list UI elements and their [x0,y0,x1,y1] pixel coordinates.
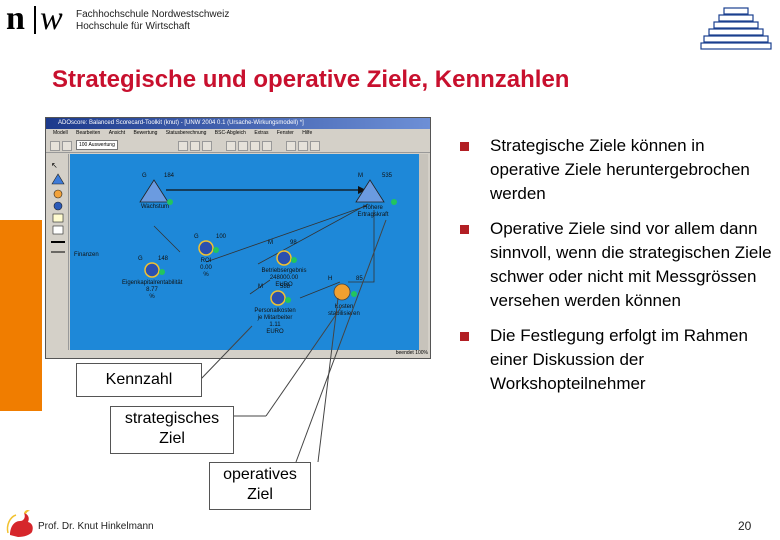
logo-w: w [40,0,63,37]
callout-line: Ziel [247,486,273,503]
callout-line: operatives [223,466,297,483]
node-tag: G [194,234,199,240]
node-tag: G [138,256,143,262]
node-unit: EURO [275,282,293,288]
toolbar-button[interactable] [298,141,308,151]
toolbar: 100 Auswertung [46,138,430,153]
node-number: 85 [356,276,363,282]
toolbar-button[interactable] [62,141,72,151]
logo-n: n [6,0,25,37]
toolbar-button[interactable] [250,141,260,151]
menu-item[interactable]: BSC-Abgleich [214,130,246,136]
node-label-eigenkapital: Eigenkapitalrentabilität [122,280,183,286]
page-number: 20 [738,519,752,533]
toolbar-button[interactable] [238,141,248,151]
bullet-item: Strategische Ziele können in operative Z… [456,134,778,206]
menu-bar: Modell Bearbeiten Ansicht Bewertung Stat… [46,129,430,138]
rooster-logo-icon [6,509,33,537]
logo-divider [34,6,36,34]
callout-operatives-ziel: operatives Ziel [209,462,311,510]
node-tag: G [142,173,147,179]
accent-bar [0,220,42,411]
slide-title: Strategische und operative Ziele, Kennza… [52,66,570,93]
bullet-square-icon [460,142,469,151]
node-label-personalkosten: Personalkosten [254,308,296,314]
menu-item[interactable]: Hilfe [302,130,313,136]
window-titlebar: ADOscore: Balanced Scorecard-Toolkit (kn… [46,118,430,129]
school-name-line2: Hochschule für Wirtschaft [76,21,190,32]
bullet-square-icon [460,225,469,234]
toolbar-button[interactable] [190,141,200,151]
node-label-hoehere: Höhere [363,205,383,211]
node-label-roi: ROI [200,258,212,264]
node-number: 184 [164,173,175,179]
tool-screenshot: ADOscore: Balanced Scorecard-Toolkit (kn… [45,117,431,359]
node-label-ertragskraft: Ertragskraft [357,212,389,218]
bullet-list: Strategische Ziele können in operative Z… [456,134,778,407]
model-canvas: Wachstum G 184 Höhere Ertragskraft M 535… [70,154,428,350]
vertical-scrollbar[interactable] [419,154,428,350]
pyramid-logo-icon [700,7,772,50]
node-label-kosten: Kosten [334,304,354,310]
toolbar-button[interactable] [202,141,212,151]
menu-item[interactable]: Bearbeiten [76,130,101,136]
callout-line: strategisches [124,410,220,427]
toolbar-button[interactable] [310,141,320,151]
callout-line: Ziel [159,430,185,447]
callout-strategisches-ziel: strategisches Ziel [110,406,234,454]
node-sublabel: je Mitarbeiter [257,315,293,321]
bullet-square-icon [460,332,469,341]
node-number: 100 [216,234,227,240]
window-title: ADOscore: Balanced Scorecard-Toolkit (kn… [58,120,304,126]
node-tag: M [268,240,273,246]
node-value: 8.77 [146,287,158,293]
node-unit: % [149,294,155,300]
node-label-betriebsergebnis: Betriebsergebnis [261,268,307,274]
node-number: 98 [290,240,297,246]
node-tag: H [328,276,333,282]
bullet-item: Die Festlegung erfolgt im Rahmen einer D… [456,324,778,396]
svg-text:↖: ↖ [51,161,58,170]
bullet-text: Die Festlegung erfolgt im Rahmen einer D… [490,326,748,393]
toolbar-button[interactable] [50,141,60,151]
toolbar-button[interactable] [262,141,272,151]
menu-item[interactable]: Extras [254,130,269,136]
node-unit: EURO [266,329,284,335]
bullet-text: Operative Ziele sind vor allem dann sinn… [490,219,772,310]
toolbar-button[interactable] [178,141,188,151]
bullet-item: Operative Ziele sind vor allem dann sinn… [456,217,778,313]
menu-item[interactable]: Fenster [276,130,294,136]
menu-item[interactable]: Modell [53,130,68,136]
callout-kennzahl: Kennzahl [76,363,202,397]
node-value: 1.11 [269,322,281,328]
shape-palette: ↖ [48,154,69,350]
toolbar-button[interactable] [286,141,296,151]
toolbar-button[interactable] [226,141,236,151]
status-bar: beendet 100% [395,350,428,356]
menu-item[interactable]: Statusberechnung [165,130,207,136]
node-number: 588 [280,284,291,290]
node-tag: M [358,173,363,179]
footer-author: Prof. Dr. Knut Hinkelmann [38,521,154,532]
bullet-text: Strategische Ziele können in operative Z… [490,136,750,203]
node-number: 535 [382,173,393,179]
node-label-wachstum: Wachstum [140,204,170,210]
node-unit: % [203,272,209,278]
node-value: 248000.00 [269,275,299,281]
node-sublabel: stabilisieren [328,311,360,317]
node-tag: M [258,284,263,290]
zoom-field[interactable]: 100 Auswertung [76,140,118,150]
swimlane-label: Finanzen [74,252,99,258]
menu-item[interactable]: Ansicht [108,130,126,136]
menu-item[interactable]: Bewertung [133,130,158,136]
node-value: 0.00 [200,265,212,271]
node-number: 148 [158,256,169,262]
school-name-line1: Fachhochschule Nordwestschweiz [76,9,230,20]
palette-icons: ↖ [51,161,65,253]
